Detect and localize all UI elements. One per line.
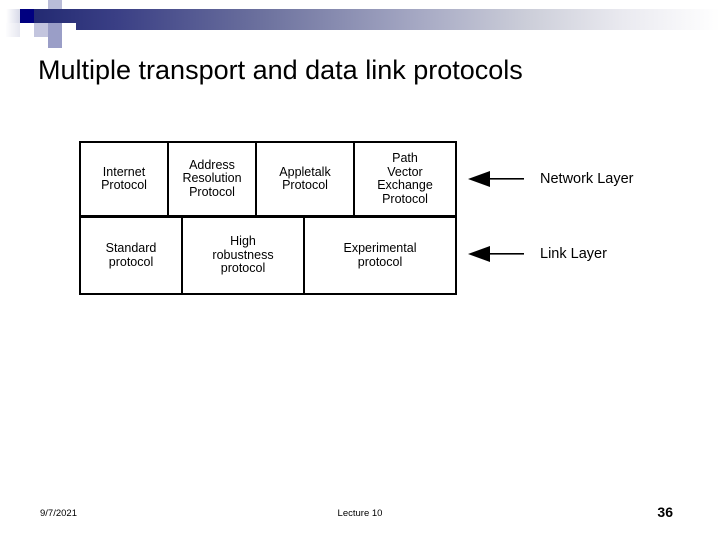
header-square-periwinkle-2 xyxy=(34,23,48,37)
header-square-periwinkle-3 xyxy=(48,23,62,37)
header-square-white-3 xyxy=(34,37,48,48)
header-square-light-2 xyxy=(6,23,20,37)
protocol-box-appletalk: Appletalk Protocol xyxy=(257,143,355,215)
header-square-navy xyxy=(20,9,34,23)
protocol-box-experimental: Experimental protocol xyxy=(343,241,417,269)
page-title: Multiple transport and data link protoco… xyxy=(38,55,523,85)
footer-page-number: 36 xyxy=(657,504,673,520)
header-square-white-5 xyxy=(62,0,76,9)
header-square-white-1 xyxy=(20,23,34,37)
header-square-white-2 xyxy=(34,0,48,9)
link-layer-row: Standard protocol High robustness protoc… xyxy=(79,216,457,295)
link-layer-marker: Link Layer xyxy=(468,243,607,265)
header-square-white-4 xyxy=(62,23,76,37)
footer-lecture-label: Lecture 10 xyxy=(337,508,383,519)
slide-header-decoration xyxy=(0,0,720,48)
header-square-periwinkle-1 xyxy=(48,0,62,9)
protocol-box-path-vector-exchange: Path Vector Exchange Protocol xyxy=(377,151,433,206)
header-square-periwinkle-4 xyxy=(48,37,62,48)
network-layer-row: Internet Protocol Address Resolution Pro… xyxy=(79,141,457,217)
arrow-left-icon xyxy=(468,246,524,262)
protocol-box-standard: Standard protocol xyxy=(81,218,183,293)
network-layer-marker: Network Layer xyxy=(468,168,633,190)
arrow-left-icon xyxy=(468,171,524,187)
slide-footer: 9/7/2021 Lecture 10 36 xyxy=(0,504,720,530)
header-gradient-bar xyxy=(34,9,720,30)
link-layer-label: Link Layer xyxy=(540,246,607,262)
protocol-box-address-resolution: Address Resolution Protocol xyxy=(169,143,257,215)
protocol-box-internet: Internet Protocol xyxy=(81,143,169,215)
network-layer-label: Network Layer xyxy=(540,171,634,187)
protocol-box-high-robustness: High robustness protocol xyxy=(183,218,305,293)
header-square-light-1 xyxy=(6,9,20,23)
footer-date: 9/7/2021 xyxy=(40,508,77,519)
protocol-stack-diagram: Internet Protocol Address Resolution Pro… xyxy=(79,141,457,295)
